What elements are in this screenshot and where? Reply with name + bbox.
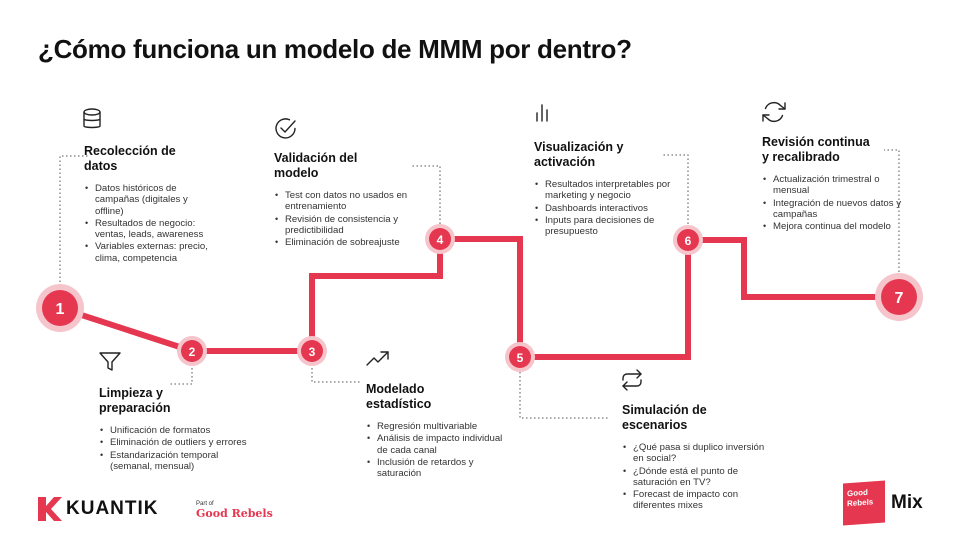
list-item: Unificación de formatos (99, 425, 249, 437)
node-6: 6 (673, 225, 703, 255)
node-1: 1 (36, 284, 84, 332)
step-5-title-line-2: activación (534, 155, 596, 169)
kuantik-mark-icon (38, 497, 62, 521)
node-1-label: 1 (56, 301, 65, 318)
list-item: Datos históricos de campañas (digitales … (84, 183, 214, 217)
node-3: 3 (297, 336, 327, 366)
kuantik-logo: KUANTIK (38, 497, 159, 521)
step-3-title-line-1: Validación del (274, 151, 358, 165)
refresh-icon (762, 101, 786, 123)
page-title: ¿Cómo funciona un modelo de MMM por dent… (38, 34, 632, 64)
node-3-label: 3 (309, 345, 316, 359)
bar-chart-icon (534, 104, 550, 122)
list-item: Mejora continua del modelo (762, 221, 902, 233)
filter-icon (99, 352, 121, 372)
badge-line-2: Rebels (847, 497, 874, 509)
list-item: ¿Dónde está el punto de saturación en TV… (622, 466, 767, 489)
node-7: 7 (875, 273, 923, 321)
repeat-icon (621, 369, 643, 391)
node-4: 4 (425, 224, 455, 254)
leader-line-6 (662, 154, 689, 240)
step-1-title-line-2: datos (84, 159, 118, 173)
step-5-title-line-1: Visualización y (534, 140, 624, 154)
list-item: ¿Qué pasa si duplico inversión en social… (622, 442, 767, 465)
list-item: Test con datos no usados en entrenamient… (274, 190, 424, 213)
list-item: Eliminación de outliers y errores (99, 437, 249, 449)
list-item: Estandarización temporal (semanal, mensu… (99, 450, 249, 473)
check-circle-icon (274, 117, 297, 140)
step-2-title-line-2: preparación (99, 401, 171, 415)
leader-line-1 (59, 155, 88, 290)
mix-wordmark: Mix (891, 492, 923, 513)
step-6-list: ¿Qué pasa si duplico inversión en social… (622, 442, 767, 512)
step-6-title-line-2: escenarios (622, 418, 688, 432)
good-rebels-badge: Good Rebels (843, 480, 885, 526)
step-1-list: Datos históricos de campañas (digitales … (84, 183, 214, 264)
list-item: Inputs para decisiones de presupuesto (534, 215, 679, 238)
step-7-title-line-1: Revisión continua (762, 135, 870, 149)
list-item: Regresión multivariable (366, 421, 506, 433)
good-rebels-wordmark: Good Rebels (196, 507, 273, 520)
step-4-list: Regresión multivariable Análisis de impa… (366, 421, 506, 479)
list-item: Revisión de consistencia y predictibilid… (274, 214, 424, 237)
node-5-label: 5 (517, 351, 524, 365)
step-4-title-line-2: estadístico (366, 397, 432, 411)
badge-line-1: Good (847, 487, 868, 499)
leader-line-7 (884, 149, 900, 280)
trend-up-icon (366, 350, 390, 366)
list-item: Análisis de impacto individual de cada c… (366, 433, 506, 456)
node-6-label: 6 (685, 234, 692, 248)
step-6-title-line-1: Simulación de (622, 403, 707, 417)
list-item: Actualización trimestral o mensual (762, 174, 902, 197)
list-item: Resultados de negocio: ventas, leads, aw… (84, 218, 214, 241)
kuantik-wordmark: KUANTIK (66, 498, 159, 519)
database-icon (82, 108, 102, 130)
node-7-label: 7 (895, 290, 904, 307)
step-5-list: Resultados interpretables por marketing … (534, 179, 679, 237)
list-item: Resultados interpretables por marketing … (534, 179, 679, 202)
step-4-title-line-1: Modelado (366, 382, 425, 396)
step-3-title-line-2: modelo (274, 166, 319, 180)
list-item: Eliminación de sobreajuste (274, 237, 424, 249)
node-2: 2 (177, 336, 207, 366)
node-4-label: 4 (437, 233, 444, 247)
step-7-title-line-2: y recalibrado (762, 150, 840, 164)
list-item: Inclusión de retardos y saturación (366, 457, 506, 480)
part-of-label: Part of (196, 501, 214, 507)
step-1-title-line-1: Recolección de (84, 144, 176, 158)
list-item: Dashboards interactivos (534, 203, 679, 215)
good-rebels-mix-logo: Good Rebels Mix (843, 480, 923, 526)
step-3-list: Test con datos no usados en entrenamient… (274, 190, 424, 249)
step-2-title-line-1: Limpieza y (99, 386, 163, 400)
leader-lines (59, 149, 900, 419)
list-item: Integración de nuevos datos y campañas (762, 198, 902, 221)
node-5: 5 (505, 342, 535, 372)
node-2-label: 2 (189, 345, 196, 359)
part-of-good-rebels: Part of Good Rebels (196, 501, 273, 520)
step-2-list: Unificación de formatos Eliminación de o… (99, 425, 249, 472)
list-item: Variables externas: precio, clima, compe… (84, 241, 214, 264)
leader-line-4 (412, 165, 441, 236)
leader-line-2 (168, 352, 193, 385)
leader-line-5 (519, 356, 610, 419)
step-7-list: Actualización trimestral o mensual Integ… (762, 174, 902, 233)
list-item: Forecast de impacto con diferentes mixes (622, 489, 767, 512)
